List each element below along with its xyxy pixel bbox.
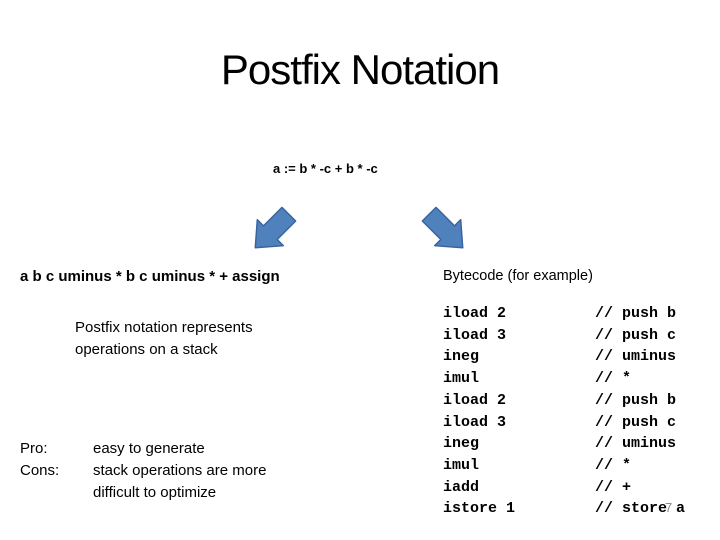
comment: // push b [595, 391, 677, 409]
bytecode-line: istore 1 // store a [443, 498, 685, 520]
bytecode-heading: Bytecode (for example) [443, 268, 593, 284]
bytecode-line: iadd // + [443, 477, 685, 499]
bytecode-line: iload 3 // push c [443, 412, 685, 434]
arrow-down-left-icon [254, 206, 297, 249]
cons-row: Cons: stack operations are more [20, 460, 266, 482]
slide-page-number: 7 [665, 500, 673, 515]
bytecode-line: iload 3 // push c [443, 325, 685, 347]
comment: // * [595, 370, 632, 388]
postfix-expression: a b c uminus * b c uminus * + assign [20, 268, 280, 285]
instruction: iload 3 [443, 413, 507, 431]
bytecode-line: iload 2 // push b [443, 390, 685, 412]
cons-row-continuation: difficult to optimize [20, 482, 266, 504]
stack-note: Postfix notation represents operations o… [75, 317, 253, 361]
instruction: istore 1 [443, 500, 516, 518]
bytecode-line: iload 2 // push b [443, 303, 685, 325]
comment: // push b [595, 305, 677, 322]
instruction: ineg [443, 348, 480, 366]
bytecode-line: imul // * [443, 368, 685, 390]
pro-text: easy to generate [93, 440, 205, 457]
page-title: Postfix Notation [220, 46, 500, 93]
instruction: iload 2 [443, 391, 507, 409]
stack-note-line-2: operations on a stack [75, 341, 218, 358]
instruction: iload 3 [443, 326, 507, 344]
instruction: imul [443, 456, 480, 474]
comment: // * [595, 456, 632, 474]
bytecode-line: ineg // uminus [443, 346, 685, 368]
pro-cons-block: Pro: easy to generate Cons: stack operat… [20, 438, 266, 503]
comment: // push c [595, 326, 677, 344]
instruction: iadd [443, 478, 480, 496]
instruction: iload 2 [443, 305, 507, 322]
cons-text-line-1: stack operations are more [93, 461, 267, 479]
arrow-down-right-icon [421, 206, 464, 249]
comment: // uminus [595, 435, 677, 453]
cons-label: Cons: [20, 461, 60, 479]
instruction: imul [443, 370, 480, 388]
comment: // + [595, 478, 632, 496]
bytecode-listing: iload 2 // push b iload 3 // push c ineg… [443, 303, 685, 520]
comment: // store a [595, 500, 686, 518]
comment: // push c [595, 413, 677, 431]
stack-note-line-1: Postfix notation represents [75, 319, 253, 336]
pro-label: Pro: [20, 440, 48, 457]
bytecode-line: ineg // uminus [443, 433, 685, 455]
comment: // uminus [595, 348, 677, 366]
infix-expression: a := b * -c + b * -c [273, 161, 378, 176]
instruction: ineg [443, 435, 480, 453]
cons-text-line-2: difficult to optimize [93, 483, 217, 501]
pro-row: Pro: easy to generate [20, 438, 266, 460]
bytecode-line: imul // * [443, 455, 685, 477]
